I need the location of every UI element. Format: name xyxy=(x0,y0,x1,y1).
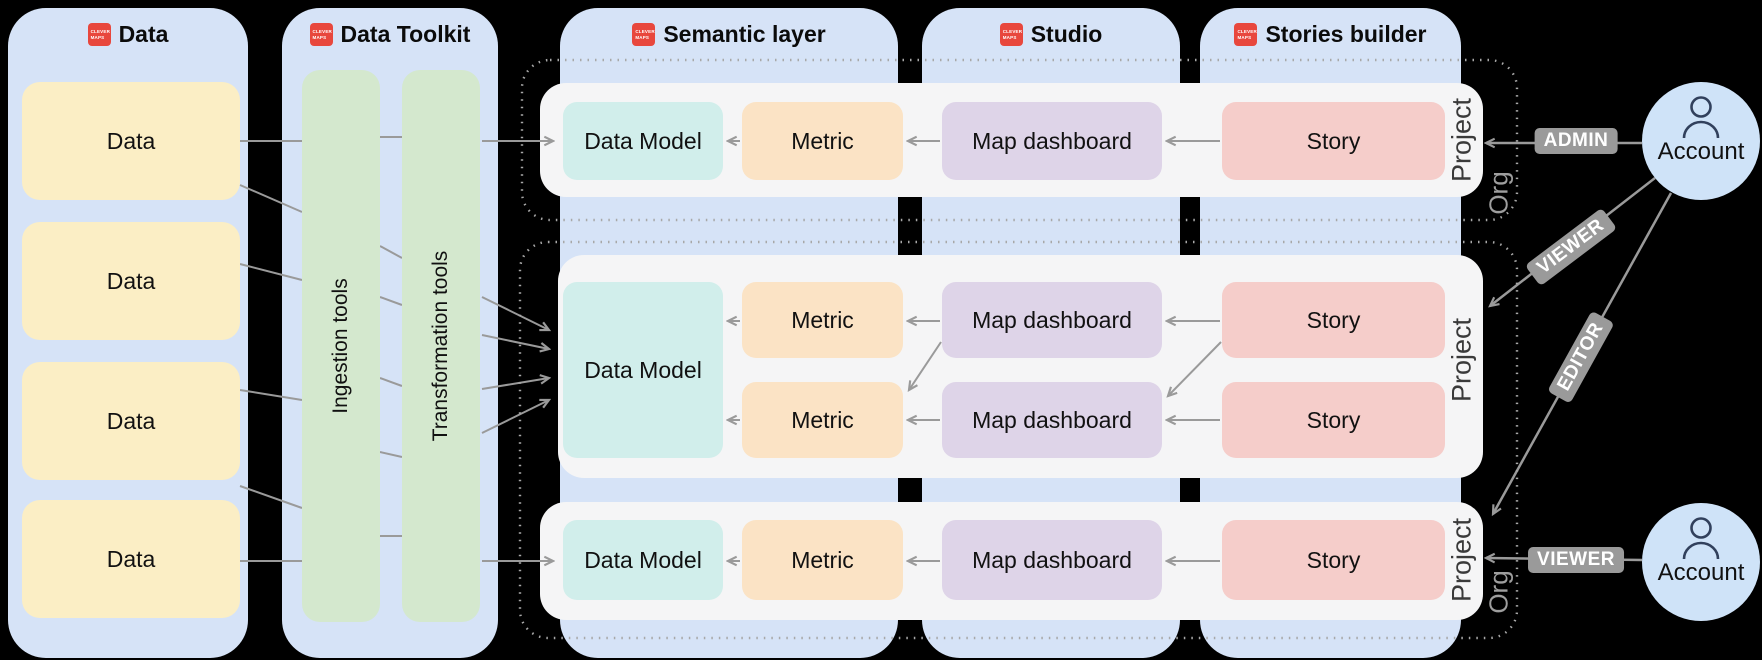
logo-line1: CLEVER xyxy=(635,29,655,35)
logo-line2: MAPS xyxy=(1002,34,1017,40)
account-node-2: Account xyxy=(1642,503,1760,621)
data-source-2: Data xyxy=(22,222,240,340)
data-model-node-r3: Data Model xyxy=(563,520,723,600)
story-node-r1: Story xyxy=(1222,102,1445,180)
story-label: Story xyxy=(1306,546,1361,573)
map-dashboard-label: Map dashboard xyxy=(972,127,1132,154)
account-label: Account xyxy=(1657,138,1745,165)
metric-node-r2a: Metric xyxy=(742,282,903,358)
data-source-label: Data xyxy=(106,267,156,294)
metric-label: Metric xyxy=(791,306,854,333)
logo-line1: CLEVER xyxy=(312,29,332,35)
map-dashboard-node-r1: Map dashboard xyxy=(942,102,1162,180)
story-label: Story xyxy=(1306,306,1361,333)
user-icon xyxy=(1682,517,1720,560)
logo-line1: CLEVER xyxy=(1237,29,1257,35)
logo-line2: MAPS xyxy=(1237,34,1252,40)
metric-node-r2b: Metric xyxy=(742,382,903,458)
map-dashboard-label: Map dashboard xyxy=(972,306,1132,333)
ingestion-tools-bar: Ingestion tools xyxy=(302,70,380,622)
column-semantic-title: Semantic layer xyxy=(663,21,826,47)
metric-node-r3: Metric xyxy=(742,520,903,600)
logo-line1: CLEVER xyxy=(90,29,111,35)
org-label-1: Org xyxy=(1483,171,1514,215)
transformation-tools-bar: Transformation tools xyxy=(402,70,480,622)
data-model-node-r1: Data Model xyxy=(563,102,723,180)
data-source-label: Data xyxy=(106,127,156,154)
logo-line2: MAPS xyxy=(635,34,650,40)
account-node-1: Account xyxy=(1642,82,1760,200)
org-label-2: Org xyxy=(1483,570,1514,614)
data-source-label: Data xyxy=(106,545,156,572)
role-badge-viewer-middle: VIEWER xyxy=(1524,207,1618,287)
data-model-label: Data Model xyxy=(584,356,702,383)
role-badge-editor: EDITOR xyxy=(1547,310,1615,404)
map-dashboard-node-r2b: Map dashboard xyxy=(942,382,1162,458)
logo-line2: MAPS xyxy=(312,34,327,40)
data-model-label: Data Model xyxy=(584,546,702,573)
role-badge-viewer-bottom: VIEWER xyxy=(1528,547,1624,573)
column-data-title: Data xyxy=(118,21,169,47)
ingestion-tools-label: Ingestion tools xyxy=(329,278,352,414)
map-dashboard-node-r3: Map dashboard xyxy=(942,520,1162,600)
data-model-node-r2: Data Model xyxy=(563,282,723,458)
column-stories-title: Stories builder xyxy=(1265,21,1427,47)
logo-line1: CLEVER xyxy=(1002,29,1023,35)
data-source-1: Data xyxy=(22,82,240,200)
metric-label: Metric xyxy=(791,546,854,573)
metric-node-r1: Metric xyxy=(742,102,903,180)
metric-label: Metric xyxy=(791,127,854,154)
data-source-4: Data xyxy=(22,500,240,618)
column-studio-title: Studio xyxy=(1030,21,1103,47)
metric-label: Metric xyxy=(791,406,854,433)
story-node-r3: Story xyxy=(1222,520,1445,600)
data-source-label: Data xyxy=(106,407,156,434)
account-label: Account xyxy=(1657,559,1745,586)
user-icon xyxy=(1682,96,1720,139)
story-node-r2a: Story xyxy=(1222,282,1445,358)
project-label-r1: Project xyxy=(1446,97,1477,183)
logo-line2: MAPS xyxy=(90,34,105,40)
role-badge-admin: ADMIN xyxy=(1534,128,1618,154)
story-label: Story xyxy=(1306,127,1361,154)
transformation-tools-label: Transformation tools xyxy=(429,250,452,442)
column-toolkit-title: Data Toolkit xyxy=(340,21,471,47)
map-dashboard-label: Map dashboard xyxy=(972,406,1132,433)
project-label-r2: Project xyxy=(1446,317,1477,403)
story-label: Story xyxy=(1306,406,1361,433)
map-dashboard-label: Map dashboard xyxy=(972,546,1132,573)
story-node-r2b: Story xyxy=(1222,382,1445,458)
map-dashboard-node-r2a: Map dashboard xyxy=(942,282,1162,358)
data-model-label: Data Model xyxy=(584,127,702,154)
project-label-r3: Project xyxy=(1446,517,1477,603)
data-source-3: Data xyxy=(22,362,240,480)
